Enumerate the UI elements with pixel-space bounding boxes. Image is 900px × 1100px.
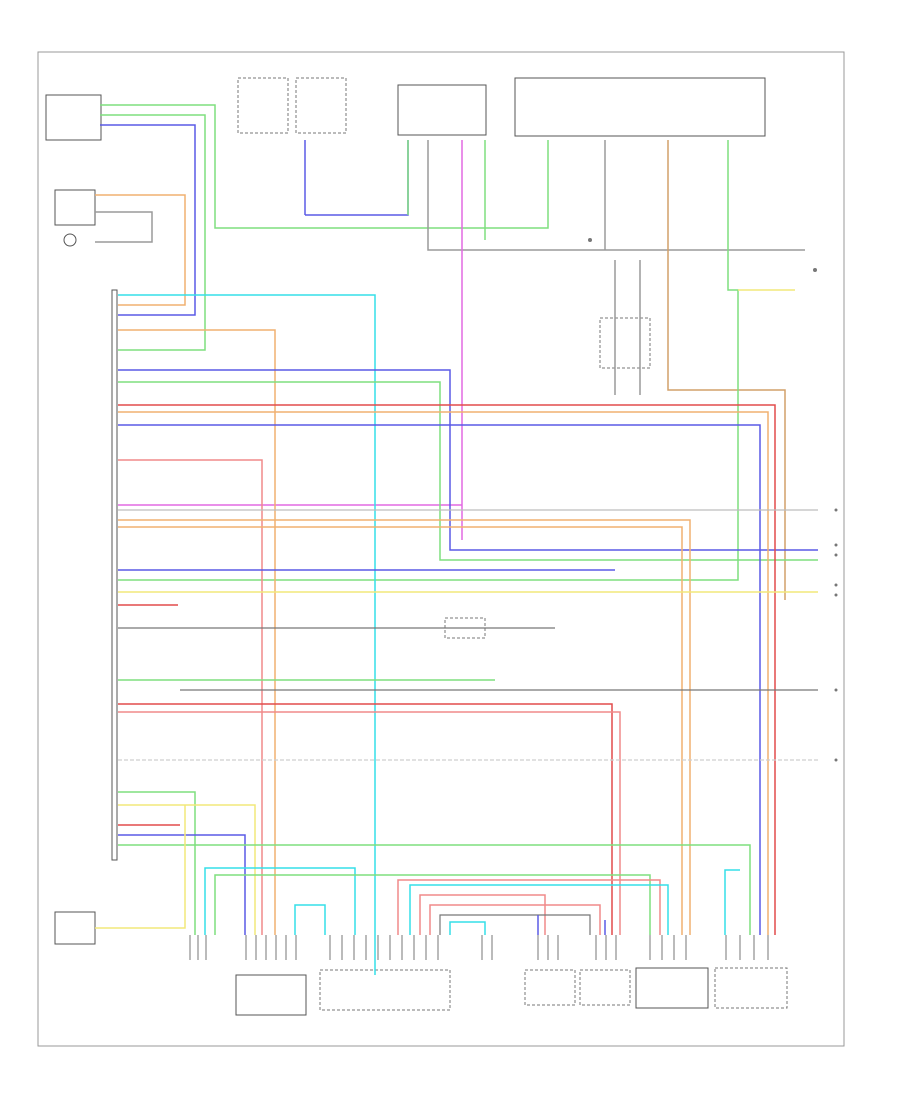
wire-orange-5 xyxy=(118,526,683,935)
wire-orange-3 xyxy=(118,411,769,935)
sensor-module-left xyxy=(54,189,96,226)
wire-yellow-3 xyxy=(118,804,256,935)
wire-cyan-1 xyxy=(118,294,376,975)
bottom-connector-ticks xyxy=(189,935,769,960)
wire-tan-1 xyxy=(667,140,786,600)
wire-green-2 xyxy=(100,114,206,351)
control-unit-connector xyxy=(111,289,118,861)
wire-blue-7 xyxy=(118,834,246,935)
module-bottom-left xyxy=(54,911,96,945)
wire-cyan-6 xyxy=(724,869,740,935)
right-terminals xyxy=(588,238,838,762)
wire-blue-1 xyxy=(100,124,196,316)
wire-gray-1 xyxy=(95,211,153,243)
wire-green-1 xyxy=(100,104,549,229)
relay-box-center xyxy=(397,84,487,136)
fuse-left-1 xyxy=(237,77,289,134)
wire-green-9 xyxy=(118,844,751,935)
wire-orange-2 xyxy=(118,329,276,935)
wire-orange-4 xyxy=(118,519,691,935)
wire-pink-1 xyxy=(118,459,263,935)
module-bottom-4 xyxy=(579,969,631,1006)
wire-green-8 xyxy=(118,791,196,935)
wire-gray-10 xyxy=(439,914,591,935)
wire-green-6 xyxy=(118,381,818,561)
module-bottom-3 xyxy=(524,969,576,1006)
wire-red-3 xyxy=(118,703,613,935)
wire-cyan-3 xyxy=(294,904,326,935)
diagram-frame xyxy=(37,51,845,1047)
module-top-left xyxy=(45,94,102,141)
wire-orange-1 xyxy=(95,194,186,306)
wire-yellow-4 xyxy=(95,805,186,929)
module-bottom-5 xyxy=(635,967,709,1009)
wire-pink-5 xyxy=(429,904,601,935)
fuse-left-2 xyxy=(295,77,347,134)
wire-cyan-5 xyxy=(449,921,486,935)
module-bottom-2 xyxy=(319,969,451,1011)
relay-middle-right xyxy=(599,317,651,369)
wire-blue-3 xyxy=(305,140,409,216)
relay-box-right xyxy=(514,77,766,137)
wire-green-10 xyxy=(214,874,651,935)
wire-red-1 xyxy=(118,404,776,935)
wire-pink-3 xyxy=(397,879,661,935)
sensor-symbol xyxy=(63,233,77,247)
wire-gray-2 xyxy=(427,140,805,251)
wire-cyan-2 xyxy=(204,867,356,935)
wire-cyan-4 xyxy=(409,884,669,935)
module-bottom-6 xyxy=(714,967,788,1009)
wire-pink-2 xyxy=(118,711,621,935)
wire-blue-5 xyxy=(118,424,761,935)
wire-blue-4 xyxy=(118,369,818,551)
module-bottom-1 xyxy=(235,974,307,1016)
